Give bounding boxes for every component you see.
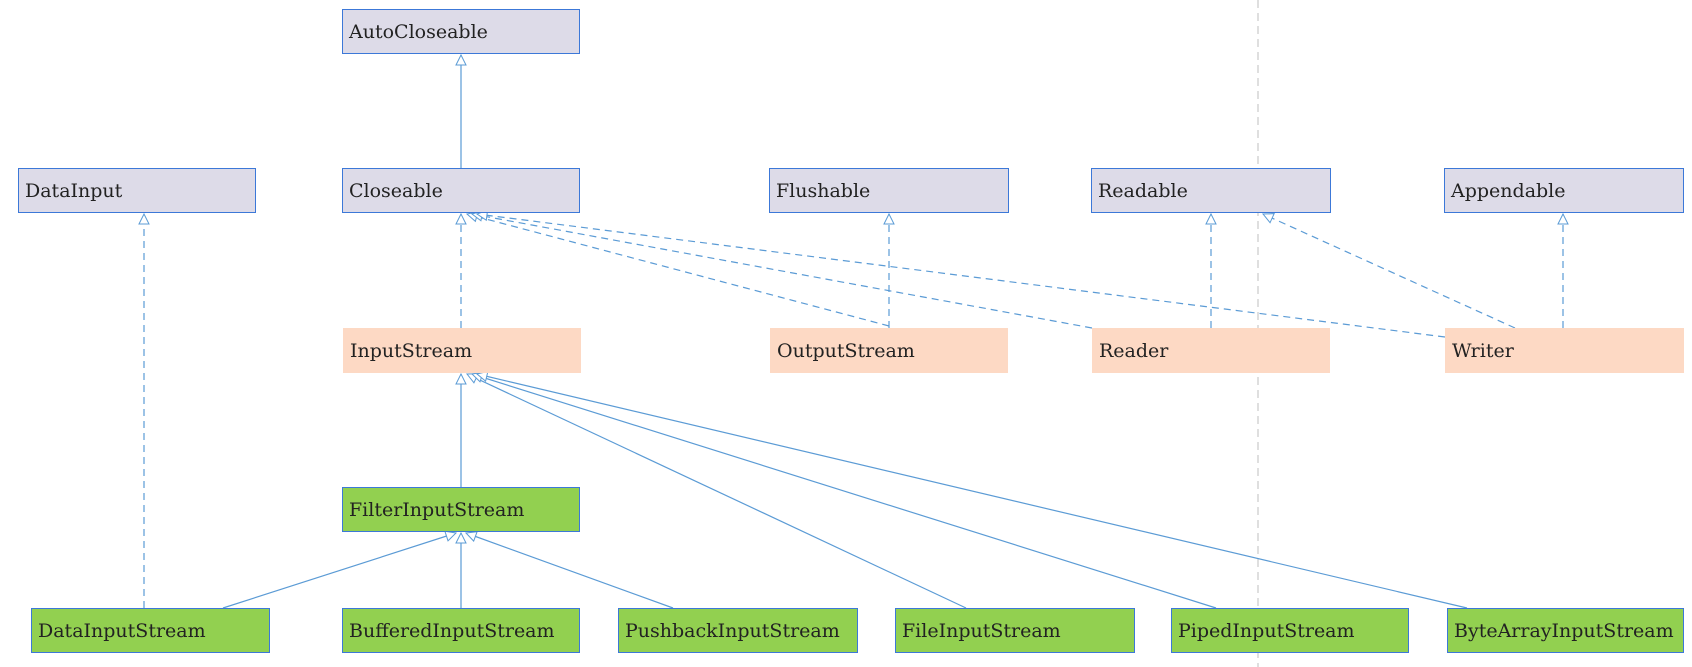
node-label: FileInputStream — [902, 619, 1061, 642]
reader-node: Reader — [1092, 328, 1330, 373]
flushable-node: Flushable — [769, 168, 1009, 213]
node-label: Writer — [1452, 339, 1514, 362]
pushbackinputstream-node: PushbackInputStream — [618, 608, 858, 653]
bufferedinputstream-node: BufferedInputStream — [342, 608, 580, 653]
datainputstream-node: DataInputStream — [31, 608, 270, 653]
edge-pushbackinputstream-to-filterinputstream — [466, 533, 674, 609]
edge-fileinputstream-to-inputstream — [467, 374, 967, 609]
node-label: Flushable — [776, 179, 871, 202]
edge-pipedinputstream-to-inputstream — [472, 374, 1217, 609]
appendable-node: Appendable — [1444, 168, 1684, 213]
node-label: Reader — [1099, 339, 1169, 362]
fileinputstream-node: FileInputStream — [895, 608, 1135, 653]
node-label: AutoCloseable — [349, 20, 488, 43]
writer-node: Writer — [1445, 328, 1684, 373]
autocloseable-node: AutoCloseable — [342, 9, 580, 54]
outputstream-node: OutputStream — [770, 328, 1008, 373]
edge-datainputstream-to-filterinputstream — [222, 533, 456, 609]
node-label: DataInput — [25, 179, 123, 202]
node-label: Readable — [1098, 179, 1188, 202]
node-label: BufferedInputStream — [349, 619, 555, 642]
edge-bytearrayinputstream-to-inputstream — [477, 374, 1468, 609]
edge-outputstream-to-closeable — [467, 214, 890, 327]
node-label: Closeable — [349, 179, 443, 202]
edge-writer-to-readable — [1263, 214, 1516, 329]
datainput-node: DataInput — [18, 168, 256, 213]
pipedinputstream-node: PipedInputStream — [1171, 608, 1409, 653]
node-label: FilterInputStream — [349, 498, 525, 521]
edge-reader-to-closeable — [472, 214, 1093, 329]
readable-node: Readable — [1091, 168, 1331, 213]
node-label: DataInputStream — [38, 619, 206, 642]
closeable-node: Closeable — [342, 168, 580, 213]
inputstream-node: InputStream — [343, 328, 581, 373]
node-label: PushbackInputStream — [625, 619, 840, 642]
node-label: ByteArrayInputStream — [1454, 619, 1674, 642]
filterinputstream-node: FilterInputStream — [342, 487, 580, 532]
node-label: InputStream — [350, 339, 473, 362]
node-label: Appendable — [1451, 179, 1566, 202]
bytearrayinputstream-node: ByteArrayInputStream — [1447, 608, 1684, 653]
edge-writer-to-closeable — [477, 214, 1446, 338]
node-label: PipedInputStream — [1178, 619, 1355, 642]
node-label: OutputStream — [777, 339, 915, 362]
